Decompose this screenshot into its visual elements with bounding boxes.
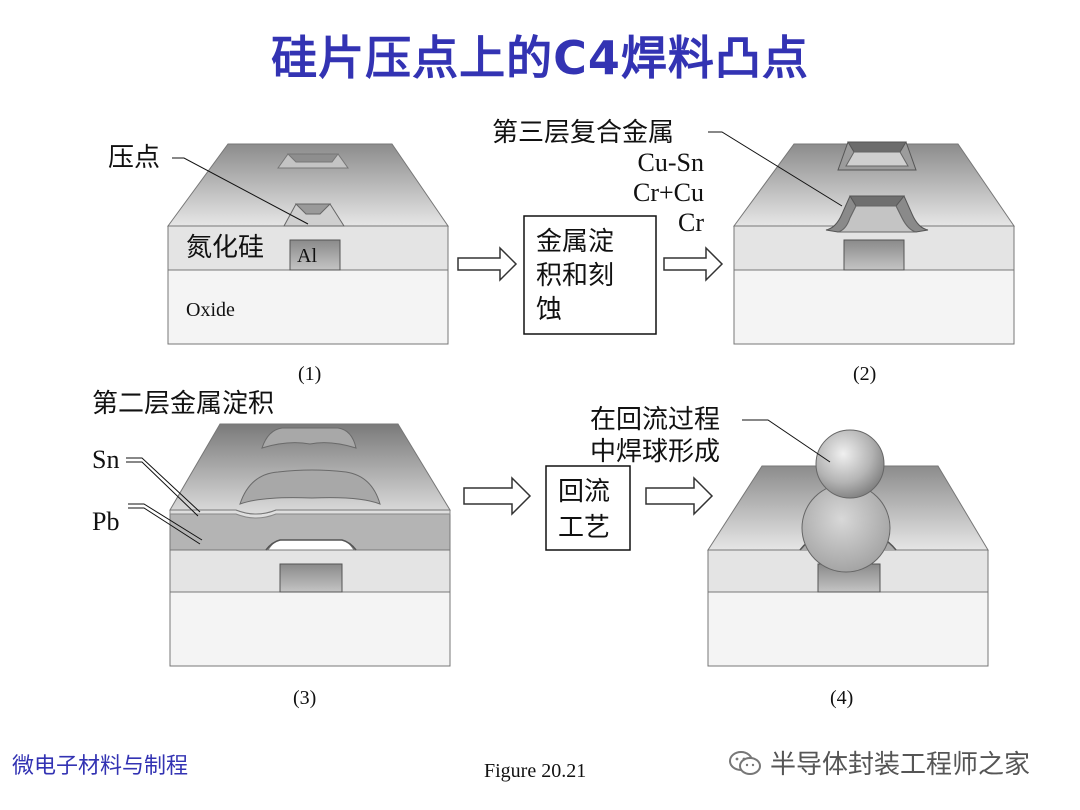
ball-label-line1: 在回流过程 xyxy=(590,405,720,435)
watermark-text: 半导体封装工程师之家 xyxy=(770,750,1031,780)
caption-4: (4) xyxy=(830,687,853,709)
step1-line1: 金属淀 xyxy=(536,227,614,257)
nitride-label: 氮化硅 xyxy=(186,233,264,263)
oxide-layer xyxy=(707,591,989,667)
footer-watermark: 半导体封装工程师之家 xyxy=(728,744,1030,781)
layer-cu-sn: Cu-Sn xyxy=(638,148,704,177)
arrow-right-icon xyxy=(463,476,532,516)
solder-deposit-back xyxy=(261,427,357,449)
step-box-deposit-etch: 金属淀 积和刻 蚀 xyxy=(523,215,657,335)
figure-number: Figure 20.21 xyxy=(484,760,587,782)
step1-line2: 积和刻 xyxy=(536,261,614,291)
pb-leader-line xyxy=(128,507,201,545)
pad-label: 压点 xyxy=(108,143,160,173)
step2-line1: 回流 xyxy=(558,477,610,507)
panel-4: 在回流过程 中焊球形成 (4) xyxy=(590,405,989,709)
al-label: Al xyxy=(297,245,317,267)
oxide-layer xyxy=(169,591,451,667)
ball-label-line2: 中焊球形成 xyxy=(590,437,720,467)
page-title: 硅片压点上的C4焊料凸点 xyxy=(271,31,809,85)
layer-cr: Cr xyxy=(678,208,704,237)
panel-2: 第三层复合金属 Cu-Sn Cr+Cu Cr (2) xyxy=(492,118,1015,385)
solder-ball-back xyxy=(815,429,885,499)
panel-1: 压点 氮化硅 Al Oxide (1) xyxy=(108,143,449,385)
step2-line2: 工艺 xyxy=(558,513,610,543)
panel-3: 第二层金属淀积 Sn Pb (3) xyxy=(92,389,451,709)
sn-top-surface xyxy=(169,423,451,515)
pad-leader-line xyxy=(172,157,309,225)
oxide-layer xyxy=(733,269,1015,345)
oxide-layer xyxy=(167,269,449,345)
step1-line3: 蚀 xyxy=(536,295,562,325)
caption-2: (2) xyxy=(853,363,876,385)
wechat-icon xyxy=(729,750,761,775)
footer-course-name: 微电子材料与制程 xyxy=(12,754,189,779)
step-box-reflow: 回流 工艺 xyxy=(545,465,631,551)
al-pad xyxy=(289,239,341,271)
sn-label: Sn xyxy=(92,445,119,474)
al-pad xyxy=(279,563,343,593)
pb-label: Pb xyxy=(92,507,119,536)
stack-title: 第三层复合金属 xyxy=(492,118,674,148)
ball-leader-line xyxy=(742,419,831,463)
arrow-right-icon xyxy=(645,476,714,516)
oxide-label: Oxide xyxy=(186,299,235,321)
arrow-right-icon xyxy=(663,246,724,282)
al-pad xyxy=(843,239,905,271)
stack-title-2: 第二层金属淀积 xyxy=(92,389,274,419)
solder-deposit-front xyxy=(239,469,381,505)
sn-leader-line xyxy=(126,457,201,513)
layer-cr-cu: Cr+Cu xyxy=(633,178,704,207)
ubm-leader-line xyxy=(708,131,843,207)
caption-3: (3) xyxy=(293,687,316,709)
arrow-right-icon xyxy=(457,246,518,282)
caption-1: (1) xyxy=(298,363,321,385)
